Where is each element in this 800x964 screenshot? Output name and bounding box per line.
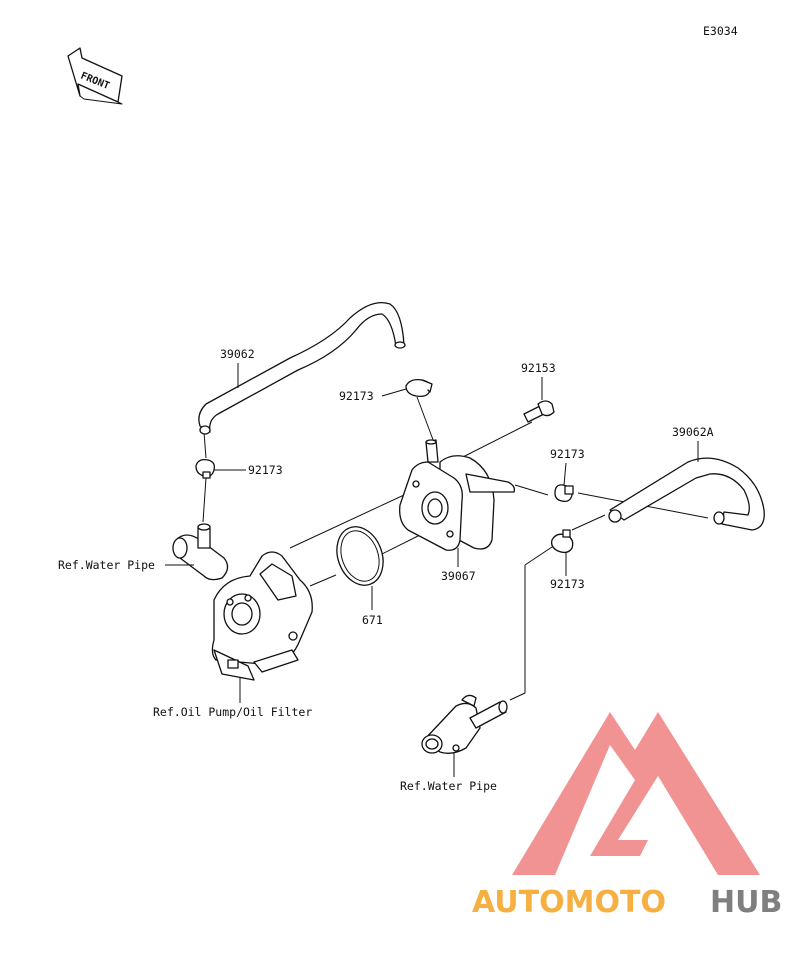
ref-water-pipe-left: Ref.Water Pipe [58,558,194,572]
watermark-text: AUTOMOTO HUB [472,885,782,920]
clamp-upper-left [195,458,216,479]
callout-clamp-right-bottom: 92173 [550,552,585,591]
callout-clamp-upper-left: 92173 [214,463,283,477]
svg-text:671: 671 [362,613,383,627]
svg-text:92173: 92173 [550,447,585,461]
svg-text:92153: 92153 [521,361,556,375]
logo-triangle-icon [512,712,760,875]
callout-hose-upper: 39062 [220,347,255,388]
bolt-92153 [523,400,555,423]
svg-text:39062A: 39062A [672,425,714,439]
o-ring-671 [336,526,384,586]
svg-text:39062: 39062 [220,347,255,361]
callout-oil-cooler: 39067 [441,548,476,583]
hose-39062A [608,457,765,531]
svg-text:Ref.Water Pipe: Ref.Water Pipe [58,558,155,572]
front-arrow-icon: FRONT [67,47,123,105]
watermark-logo [512,712,760,875]
diagram-code: E3034 [703,24,738,38]
water-pipe-bottom [421,694,508,754]
callout-clamp-upper-top: 92173 [339,388,407,403]
ref-water-pipe-bottom: Ref.Water Pipe [400,752,497,793]
water-pipe-left [172,523,229,581]
svg-text:92173: 92173 [248,463,283,477]
callout-hose-right: 39062A [672,425,714,462]
callout-o-ring: 671 [362,586,383,627]
ref-oil-pump-filter: Ref.Oil Pump/Oil Filter [153,678,312,719]
oil-pump-housing [211,551,313,681]
svg-text:92173: 92173 [339,389,374,403]
oil-cooler-39067 [399,439,516,551]
clamp-upper-top [405,378,433,398]
svg-text:Ref.Water Pipe: Ref.Water Pipe [400,779,497,793]
svg-text:92173: 92173 [550,577,585,591]
watermark-text-grey: HUB [710,885,782,920]
hose-39062 [198,301,406,435]
svg-text:Ref.Oil Pump/Oil Filter: Ref.Oil Pump/Oil Filter [153,705,312,719]
clamp-right-bottom [550,529,574,554]
watermark-text-orange: AUTOMOTO [472,885,666,920]
svg-text:39067: 39067 [441,569,476,583]
clamp-right-top [554,484,574,503]
callout-bolt: 92153 [521,361,556,400]
callout-clamp-right-top: 92173 [550,447,585,486]
